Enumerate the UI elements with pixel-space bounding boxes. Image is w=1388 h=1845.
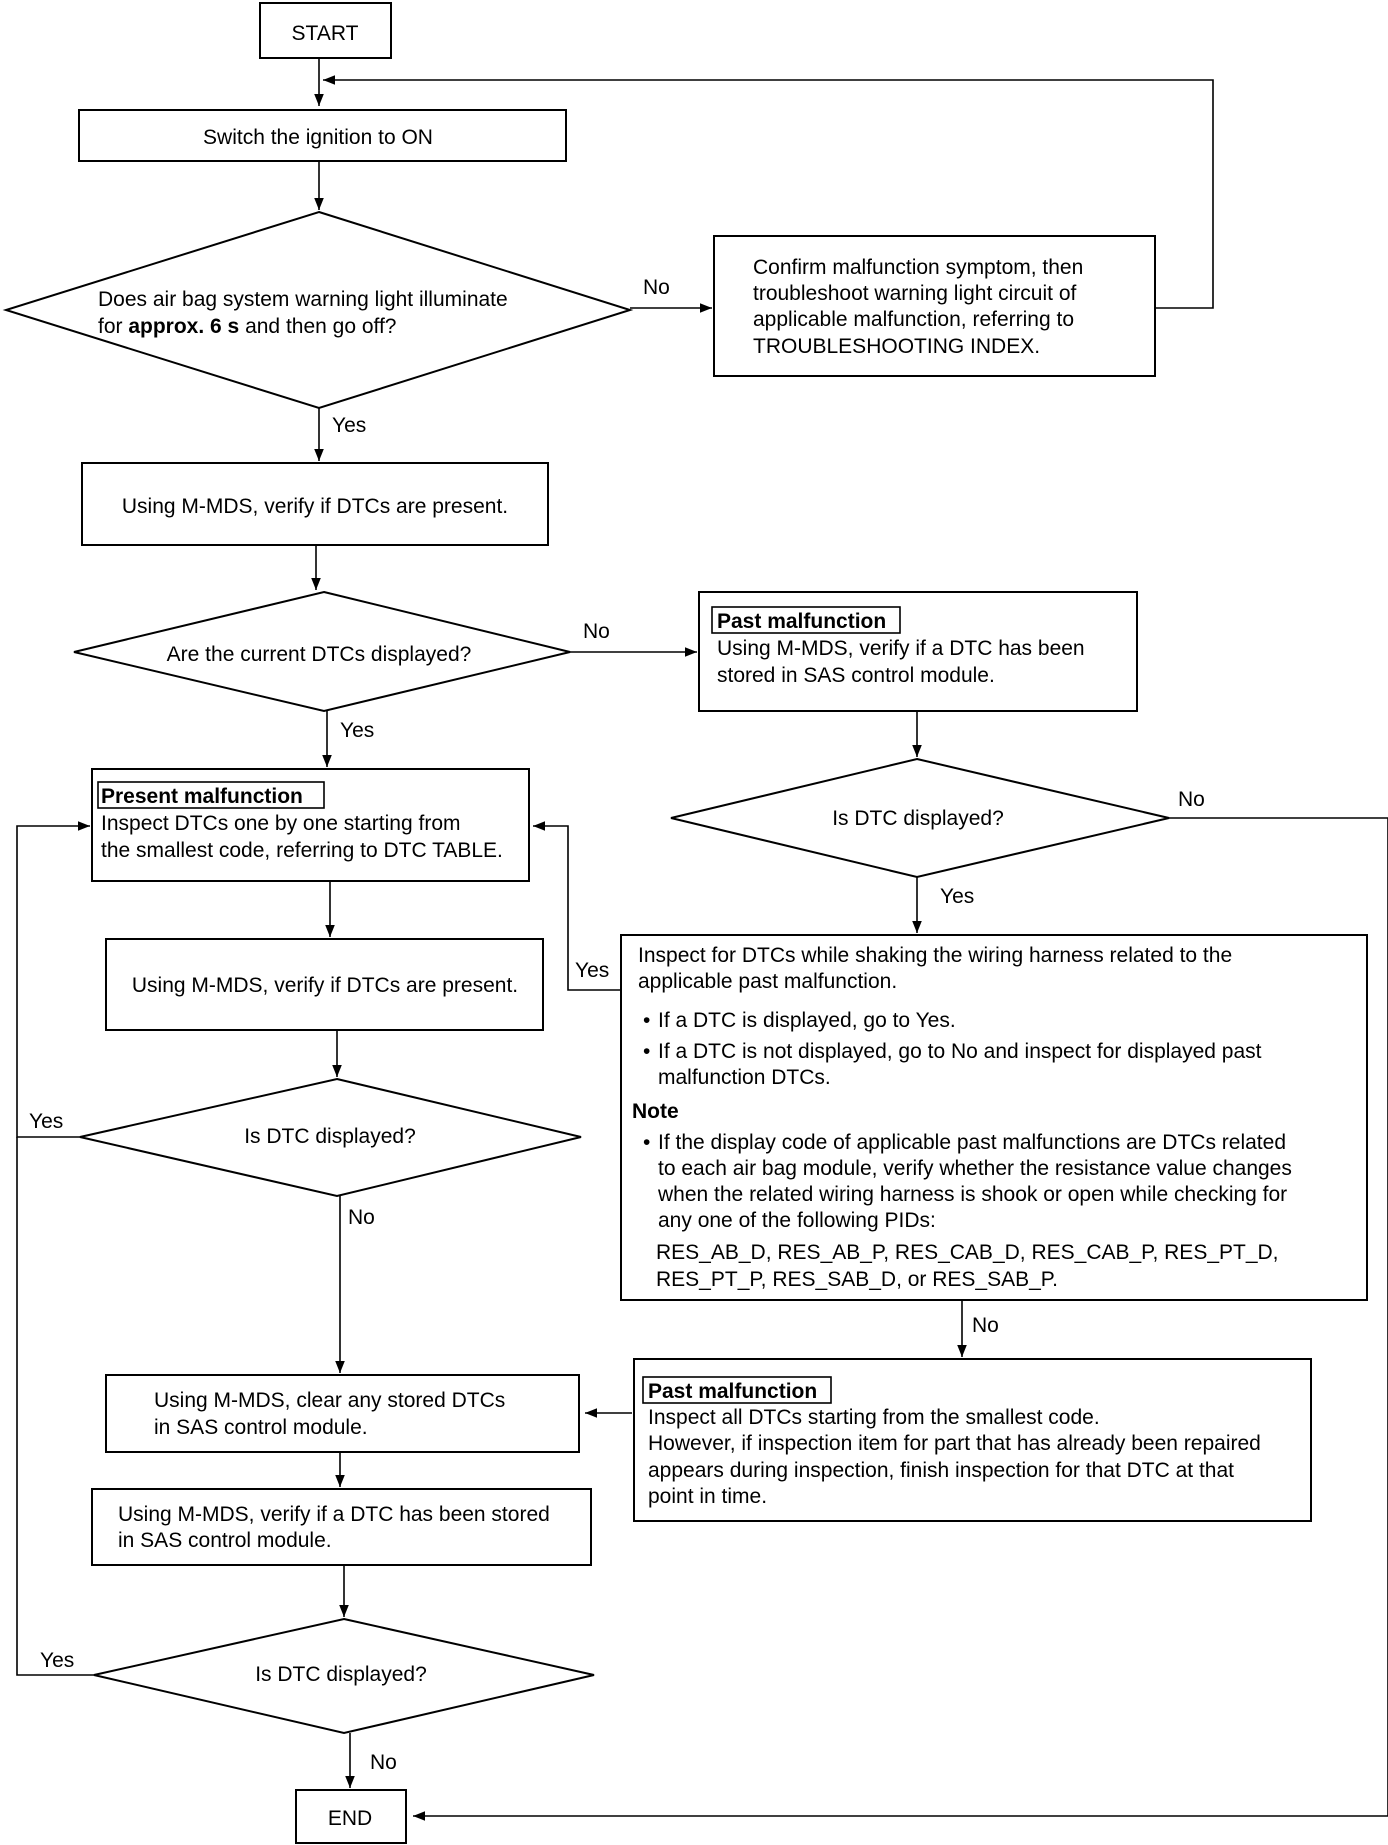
pid-line: RES_AB_D, RES_AB_P, RES_CAB_D, RES_CAB_P… <box>656 1241 1279 1264</box>
verify-stored-line: Using M-MDS, verify if a DTC has been st… <box>118 1503 550 1526</box>
ignition-step-text: Switch the ignition to ON <box>203 126 433 149</box>
no-label: No <box>583 620 610 643</box>
confirm-symptom-line: troubleshoot warning light circuit of <box>753 282 1077 305</box>
note-line: to each air bag module, verify whether t… <box>658 1157 1292 1180</box>
end-node: END <box>295 1789 407 1844</box>
confirm-symptom-line: Confirm malfunction symptom, then <box>753 256 1083 279</box>
note-heading: Note <box>632 1100 679 1123</box>
no-label: No <box>643 276 670 299</box>
current-dtcs-decision: Are the current DTCs displayed? <box>73 590 571 713</box>
past-malfunction-line: stored in SAS control module. <box>717 664 995 687</box>
dtc-displayed-decision-left: Is DTC displayed? <box>79 1077 582 1198</box>
bullet-glyph: • <box>643 1131 650 1154</box>
note-line: If the display code of applicable past m… <box>658 1131 1286 1154</box>
past-malfunction-tag: Past malfunction <box>648 1380 817 1403</box>
no-label: No <box>1178 788 1205 811</box>
past-malfunction-line: point in time. <box>648 1485 767 1508</box>
verify-dtcs-text-2: Using M-MDS, verify if DTCs are present. <box>132 974 518 997</box>
bullet-glyph: • <box>643 1040 650 1063</box>
verify-stored-line: in SAS control module. <box>118 1529 332 1552</box>
dtc-displayed-decision-right: Is DTC displayed? <box>670 757 1170 879</box>
warning-light-question-line1: Does air bag system warning light illumi… <box>98 288 508 311</box>
dtc-displayed-question-bottom: Is DTC displayed? <box>255 1663 427 1686</box>
end-label: END <box>328 1807 372 1830</box>
no-label: No <box>348 1206 375 1229</box>
no-label: No <box>370 1751 397 1774</box>
verify-stored-box: Using M-MDS, verify if a DTC has been st… <box>91 1488 592 1566</box>
warning-light-decision: Does air bag system warning light illumi… <box>2 210 634 410</box>
present-malfunction-line: the smallest code, referring to DTC TABL… <box>101 839 503 862</box>
branch-labels: No Yes No Yes No Yes Yes Yes No No Yes N… <box>29 276 1205 1774</box>
yes-label: Yes <box>40 1649 74 1672</box>
note-line: any one of the following PIDs: <box>658 1209 936 1232</box>
confirm-symptom-line: applicable malfunction, referring to <box>753 308 1074 331</box>
past-malfunction-line: Inspect all DTCs starting from the small… <box>648 1406 1100 1429</box>
shake-inspection-bullet: If a DTC is not displayed, go to No and … <box>658 1040 1262 1063</box>
current-dtcs-question: Are the current DTCs displayed? <box>167 643 472 666</box>
verify-dtcs-text-1: Using M-MDS, verify if DTCs are present. <box>122 495 508 518</box>
present-malfunction-line: Inspect DTCs one by one starting from <box>101 812 461 835</box>
shake-inspection-box: Inspect for DTCs while shaking the wirin… <box>620 934 1368 1301</box>
dtc-displayed-question-left: Is DTC displayed? <box>244 1125 416 1148</box>
past-malfunction-box-2: Past malfunction Inspect all DTCs starti… <box>633 1358 1312 1522</box>
start-node: START <box>259 2 392 59</box>
yes-label: Yes <box>332 414 366 437</box>
yes-label: Yes <box>340 719 374 742</box>
yes-label: Yes <box>940 885 974 908</box>
past-malfunction-box-1: Past malfunction Using M-MDS, verify if … <box>698 591 1138 712</box>
ignition-step: Switch the ignition to ON <box>78 109 567 162</box>
confirm-symptom-box: Confirm malfunction symptom, then troubl… <box>713 235 1156 377</box>
yes-label: Yes <box>575 959 609 982</box>
yes-label: Yes <box>29 1110 63 1133</box>
present-malfunction-box: Present malfunction Inspect DTCs one by … <box>91 768 530 882</box>
confirm-symptom-line: TROUBLESHOOTING INDEX. <box>753 335 1040 358</box>
verify-dtcs-box-2: Using M-MDS, verify if DTCs are present. <box>105 938 544 1031</box>
start-label: START <box>292 22 359 45</box>
shake-inspection-bullet: malfunction DTCs. <box>658 1066 831 1089</box>
past-malfunction-tag: Past malfunction <box>717 610 886 633</box>
shake-inspection-intro: applicable past malfunction. <box>638 970 897 993</box>
clear-dtcs-line: in SAS control module. <box>154 1416 368 1439</box>
clear-dtcs-line: Using M-MDS, clear any stored DTCs <box>154 1389 505 1412</box>
connectors <box>16 58 1388 1821</box>
pid-line: RES_PT_P, RES_SAB_D, or RES_SAB_P. <box>656 1268 1058 1291</box>
past-malfunction-line: appears during inspection, finish inspec… <box>648 1459 1234 1482</box>
verify-dtcs-box-1: Using M-MDS, verify if DTCs are present. <box>81 462 549 546</box>
past-malfunction-line: Using M-MDS, verify if a DTC has been <box>717 637 1085 660</box>
present-malfunction-tag: Present malfunction <box>101 785 303 808</box>
note-line: when the related wiring harness is shook… <box>657 1183 1287 1206</box>
clear-dtcs-box: Using M-MDS, clear any stored DTCs in SA… <box>105 1374 580 1453</box>
dtc-displayed-question-right: Is DTC displayed? <box>832 807 1004 830</box>
dtc-displayed-decision-bottom: Is DTC displayed? <box>93 1617 595 1735</box>
no-label: No <box>972 1314 999 1337</box>
past-malfunction-line: However, if inspection item for part tha… <box>648 1432 1261 1455</box>
warning-light-question-line2: for approx. 6 s and then go off? <box>98 315 397 338</box>
bullet-glyph: • <box>643 1009 650 1032</box>
shake-inspection-intro: Inspect for DTCs while shaking the wirin… <box>638 944 1232 967</box>
shake-inspection-bullet: If a DTC is displayed, go to Yes. <box>658 1009 956 1032</box>
